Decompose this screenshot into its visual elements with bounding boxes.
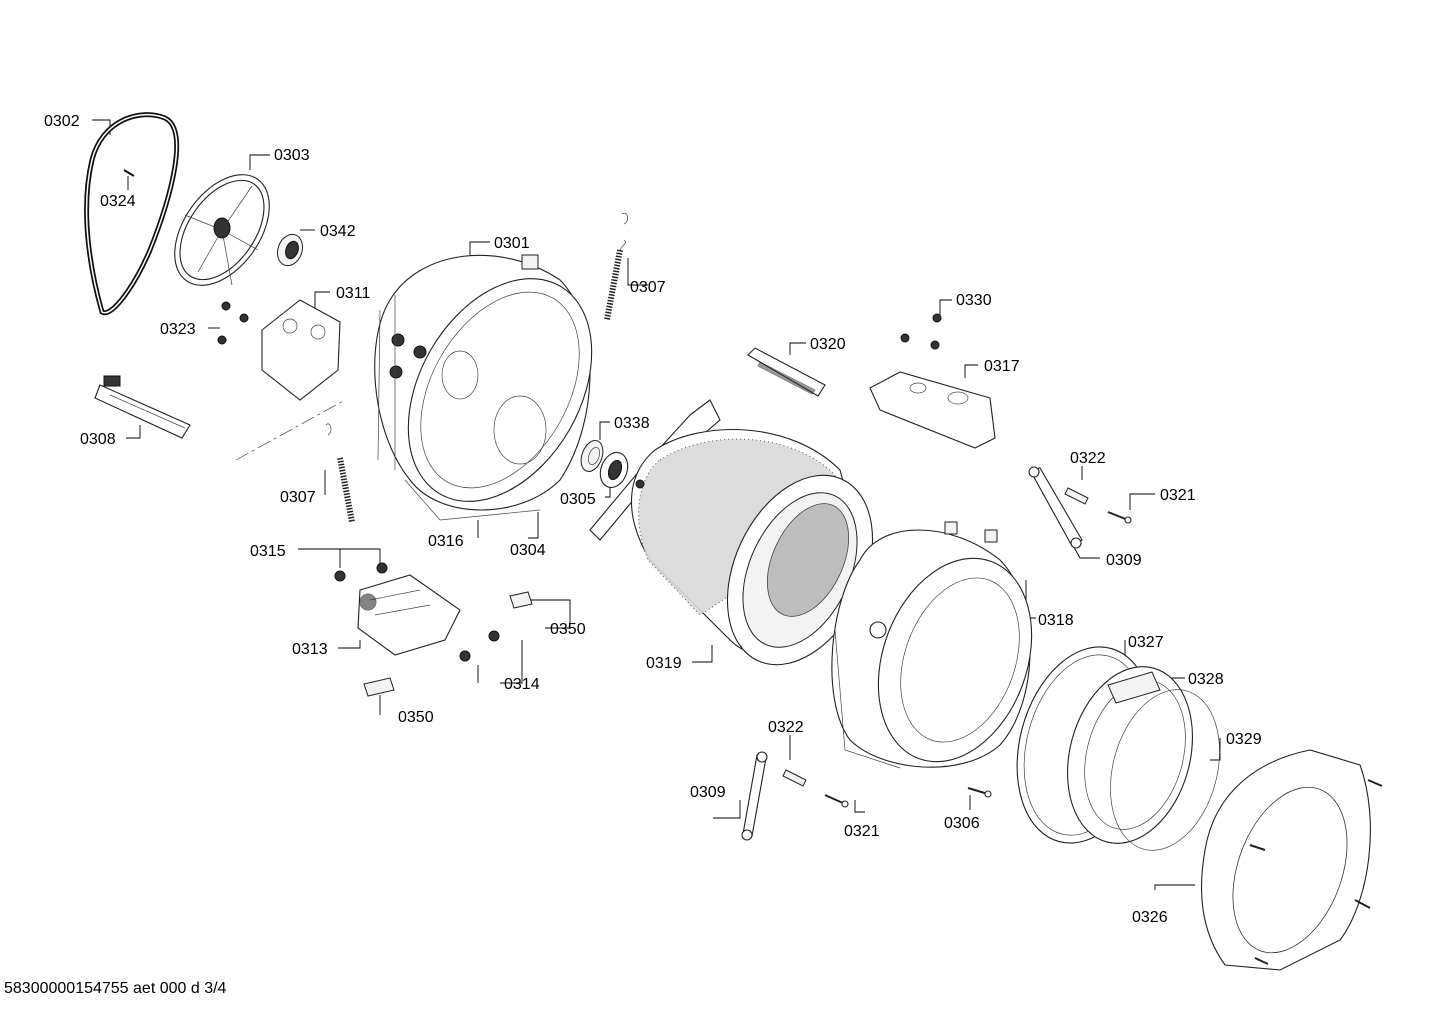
screws-0330 <box>900 313 942 350</box>
callout-0302: 0302 <box>44 113 80 130</box>
heater-0308 <box>94 375 191 439</box>
bearing-0342 <box>276 233 304 267</box>
callout-0308: 0308 <box>80 431 116 448</box>
callout-0320: 0320 <box>810 336 846 353</box>
callout-0322-right: 0322 <box>1070 450 1106 467</box>
callout-0338: 0338 <box>614 415 650 432</box>
shock-absorber-0309-right <box>1028 466 1083 549</box>
callout-0309-left: 0309 <box>690 784 726 801</box>
callout-0303: 0303 <box>274 147 310 164</box>
callout-0318: 0318 <box>1038 612 1074 629</box>
callout-0342: 0342 <box>320 223 356 240</box>
callout-0304: 0304 <box>510 542 546 559</box>
callout-0330: 0330 <box>956 292 992 309</box>
front-tub-0318 <box>831 521 1033 769</box>
clamp-ring-0329 <box>1110 689 1220 851</box>
screw-0321-right <box>1107 511 1132 524</box>
callout-0321-left: 0321 <box>844 823 880 840</box>
callout-0350-upper: 0350 <box>550 621 586 638</box>
screw-0306 <box>967 787 992 798</box>
screw-0324 <box>123 169 135 177</box>
callout-0321-right: 0321 <box>1160 487 1196 504</box>
callout-0319: 0319 <box>646 655 682 672</box>
callout-0311: 0311 <box>336 285 371 302</box>
callout-0317: 0317 <box>984 358 1020 375</box>
callout-0323: 0323 <box>160 321 196 338</box>
callout-0315: 0315 <box>250 543 286 560</box>
callout-0306: 0306 <box>944 815 980 832</box>
callout-0307-lower: 0307 <box>280 489 316 506</box>
callout-0309-right: 0309 <box>1106 552 1142 569</box>
motor-0313 <box>357 574 461 656</box>
drum-0319 <box>589 399 874 666</box>
clip-0350-lower <box>363 677 395 697</box>
front-panel-0326 <box>1200 749 1383 971</box>
callout-0314: 0314 <box>504 676 540 693</box>
spring-0307-lower <box>325 423 355 523</box>
callout-0305: 0305 <box>560 491 596 508</box>
pin-0322-left <box>782 769 807 787</box>
callout-0307-upper: 0307 <box>630 279 666 296</box>
callout-0329: 0329 <box>1226 731 1262 748</box>
lifter-0320 <box>747 347 826 397</box>
screw-0321-left <box>824 794 849 808</box>
screws-0323 <box>217 301 249 345</box>
screws-0315 <box>334 562 388 582</box>
shock-absorber-0309-left <box>741 751 768 841</box>
callout-0316: 0316 <box>428 533 464 550</box>
clip-0350-upper <box>509 591 533 609</box>
callout-0327: 0327 <box>1128 634 1164 651</box>
pulley-0303 <box>174 174 270 286</box>
callout-0301: 0301 <box>494 235 530 252</box>
callout-0324: 0324 <box>100 193 136 210</box>
screws-0314 <box>459 630 500 662</box>
spring-0307-upper <box>604 212 628 321</box>
drive-belt-0302 <box>84 112 180 316</box>
callout-0328: 0328 <box>1188 671 1224 688</box>
leader-lines <box>92 119 1221 890</box>
counterweight-0317 <box>869 371 996 449</box>
counterweight-0311 <box>261 299 341 401</box>
callout-0326: 0326 <box>1132 909 1168 926</box>
callout-labels: 0302 0324 0303 0342 0301 0307 0311 0323 … <box>44 113 1262 926</box>
bearing-0305 <box>599 451 629 489</box>
pin-0322-right <box>1064 487 1089 505</box>
callout-0350-lower: 0350 <box>398 709 434 726</box>
seal-ring-0328 <box>1066 666 1194 844</box>
shaft-seal-0338 <box>580 440 604 472</box>
document-code: 58300000154755 aet 000 d 3/4 <box>4 980 227 997</box>
callout-0313: 0313 <box>292 641 328 658</box>
callout-0322-left: 0322 <box>768 719 804 736</box>
rear-tub-0301 <box>374 254 593 521</box>
